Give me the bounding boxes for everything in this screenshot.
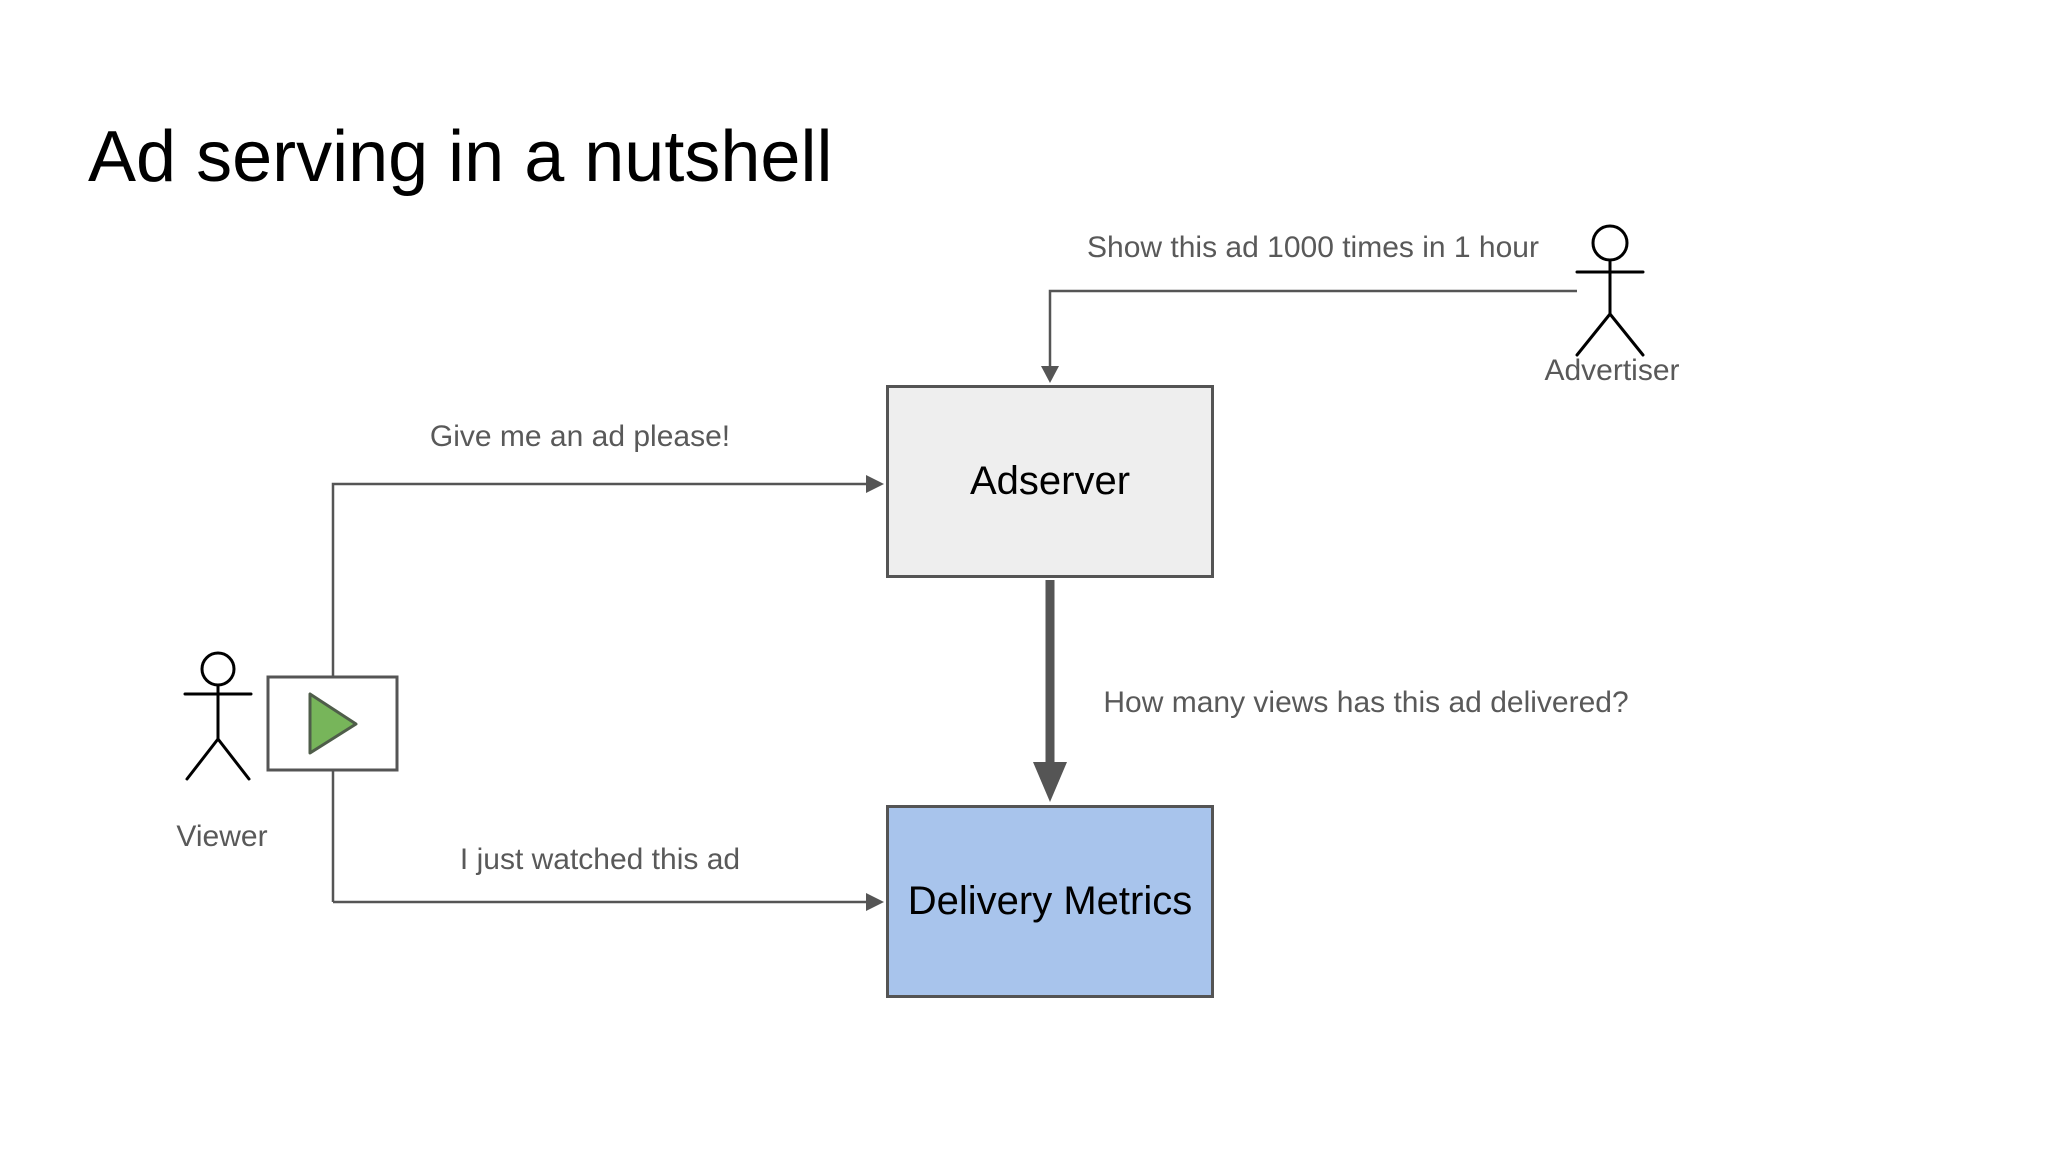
metrics-query-label: How many views has this ad delivered? <box>1103 686 1629 719</box>
advertiser-command-label: Show this ad 1000 times in 1 hour <box>1087 231 1539 264</box>
viewer-stick-figure-icon <box>183 651 253 781</box>
viewer-request-arrow <box>331 475 884 902</box>
advertiser-command-arrow <box>1041 289 1577 383</box>
viewer-watched-label: I just watched this ad <box>459 843 741 876</box>
advertiser-stick-figure-icon <box>1575 224 1645 357</box>
viewer-watched-arrow <box>333 893 884 911</box>
play-icon <box>308 692 358 755</box>
viewer-actor-label: Viewer <box>176 820 268 853</box>
adserver-node: Adserver <box>886 385 1214 578</box>
viewer-request-label: Give me an ad please! <box>429 420 731 453</box>
advertiser-actor-label: Advertiser <box>1544 354 1680 387</box>
metrics-report-arrow <box>1033 580 1067 802</box>
delivery-metrics-node: Delivery Metrics <box>886 805 1214 998</box>
delivery-metrics-node-label: Delivery Metrics <box>907 879 1193 923</box>
page-title: Ad serving in a nutshell <box>88 117 833 197</box>
adserver-node-label: Adserver <box>969 459 1131 503</box>
video-player <box>266 675 399 772</box>
